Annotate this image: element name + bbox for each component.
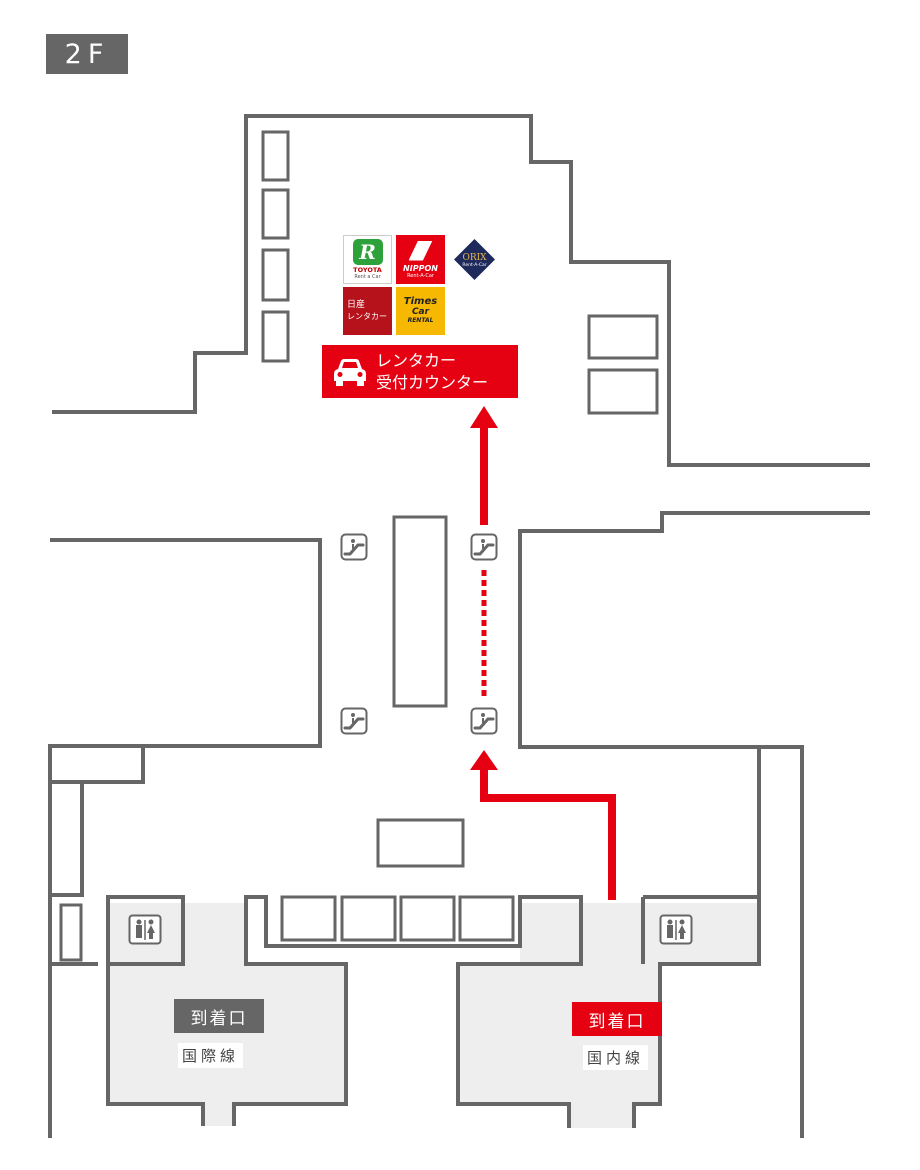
fixtures <box>59 130 659 962</box>
escalator-icon <box>470 707 498 735</box>
domestic-arrival-gate-label: 到着口 <box>572 1002 662 1036</box>
route-arrow-upper <box>470 406 498 428</box>
counter-label-line1: レンタカー <box>376 350 457 370</box>
nippon-rent-a-car-logo: NIPPON Rent-A-Car <box>396 235 445 284</box>
international-arrival-gate-label: 到着口 <box>174 999 264 1033</box>
nissan-rent-a-car-logo: 日産 レンタカー <box>343 287 392 335</box>
escalator-icon <box>470 533 498 561</box>
car-icon <box>334 358 366 386</box>
international-line-label: 国際線 <box>178 1043 244 1068</box>
counter-label-line2: 受付カウンター <box>376 372 489 392</box>
floor-badge: 2F <box>46 34 128 74</box>
restroom-icon <box>128 914 162 945</box>
route-arrow-lower <box>470 750 498 770</box>
route-line-lower <box>480 765 616 900</box>
domestic-line-label: 国内線 <box>583 1045 649 1070</box>
walls <box>48 114 870 1138</box>
escalator-icon <box>340 533 368 561</box>
toyota-rent-a-car-logo: R TOYOTA Rent a Car <box>343 235 392 284</box>
restroom-icon <box>659 914 693 945</box>
rental-car-counter-sign: レンタカー 受付カウンター <box>322 345 518 398</box>
escalator-icon <box>340 707 368 735</box>
times-car-rental-logo: Times Car RENTAL <box>396 287 445 335</box>
orix-rent-a-car-logo: ORIX Rent-A-Car <box>450 235 499 284</box>
route <box>470 406 616 900</box>
